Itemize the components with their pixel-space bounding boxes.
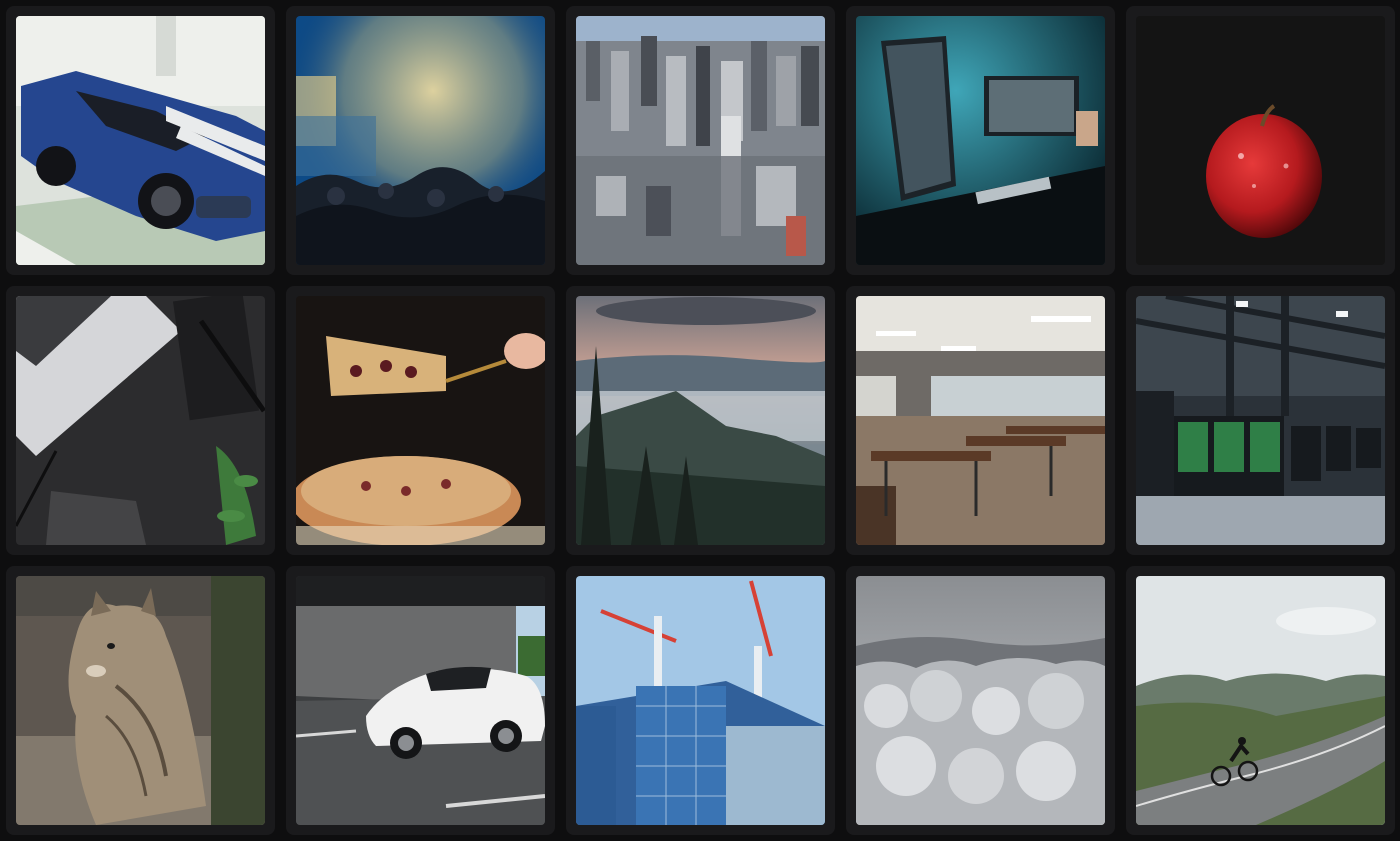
city-image <box>576 16 825 265</box>
photo-laptop-flatlay[interactable] <box>16 296 265 545</box>
photo-empty-classroom[interactable] <box>856 296 1105 545</box>
photo-concert-crowd[interactable] <box>296 16 545 265</box>
gallery-tile-bobcat[interactable] <box>6 566 275 835</box>
photo-cyclist-road[interactable] <box>1136 576 1385 825</box>
photo-red-apple[interactable] <box>1136 16 1385 265</box>
bobcat-image <box>16 576 265 825</box>
cake-image <box>296 296 545 545</box>
gallery-tile-desk[interactable] <box>846 6 1115 275</box>
frosted-forest-image <box>856 576 1105 825</box>
classroom-image <box>856 296 1105 545</box>
laptop-image <box>16 296 265 545</box>
gallery-tile-cyclist[interactable] <box>1126 566 1395 835</box>
mountain-image <box>576 296 825 545</box>
gallery-tile-apple[interactable] <box>1126 6 1395 275</box>
desk-image <box>856 16 1105 265</box>
photo-desk-monitors[interactable] <box>856 16 1105 265</box>
gallery-tile-cranes[interactable] <box>566 566 835 835</box>
cranes-image <box>576 576 825 825</box>
gallery-tile-mountain[interactable] <box>566 286 835 555</box>
gallery-tile-laptop[interactable] <box>6 286 275 555</box>
cyclist-image <box>1136 576 1385 825</box>
photo-mountain-forest[interactable] <box>576 296 825 545</box>
photo-cake-slice[interactable] <box>296 296 545 545</box>
photo-frosted-forest[interactable] <box>856 576 1105 825</box>
server-room-image <box>1136 296 1385 545</box>
gallery-tile-server-room[interactable] <box>1126 286 1395 555</box>
gallery-tile-classroom[interactable] <box>846 286 1115 555</box>
gallery-tile-city[interactable] <box>566 6 835 275</box>
photo-construction-cranes[interactable] <box>576 576 825 825</box>
gallery-tile-concert[interactable] <box>286 6 555 275</box>
photo-city-skyline[interactable] <box>576 16 825 265</box>
concert-image <box>296 16 545 265</box>
porsche-image <box>296 576 545 825</box>
lego-car-image <box>16 16 265 265</box>
photo-lego-sports-car[interactable] <box>16 16 265 265</box>
apple-image <box>1136 16 1385 265</box>
gallery-tile-lego-car[interactable] <box>6 6 275 275</box>
photo-server-room[interactable] <box>1136 296 1385 545</box>
gallery-tile-porsche[interactable] <box>286 566 555 835</box>
gallery-tile-frost[interactable] <box>846 566 1115 835</box>
gallery-tile-cake[interactable] <box>286 286 555 555</box>
photo-white-sports-car[interactable] <box>296 576 545 825</box>
photo-bobcat[interactable] <box>16 576 265 825</box>
